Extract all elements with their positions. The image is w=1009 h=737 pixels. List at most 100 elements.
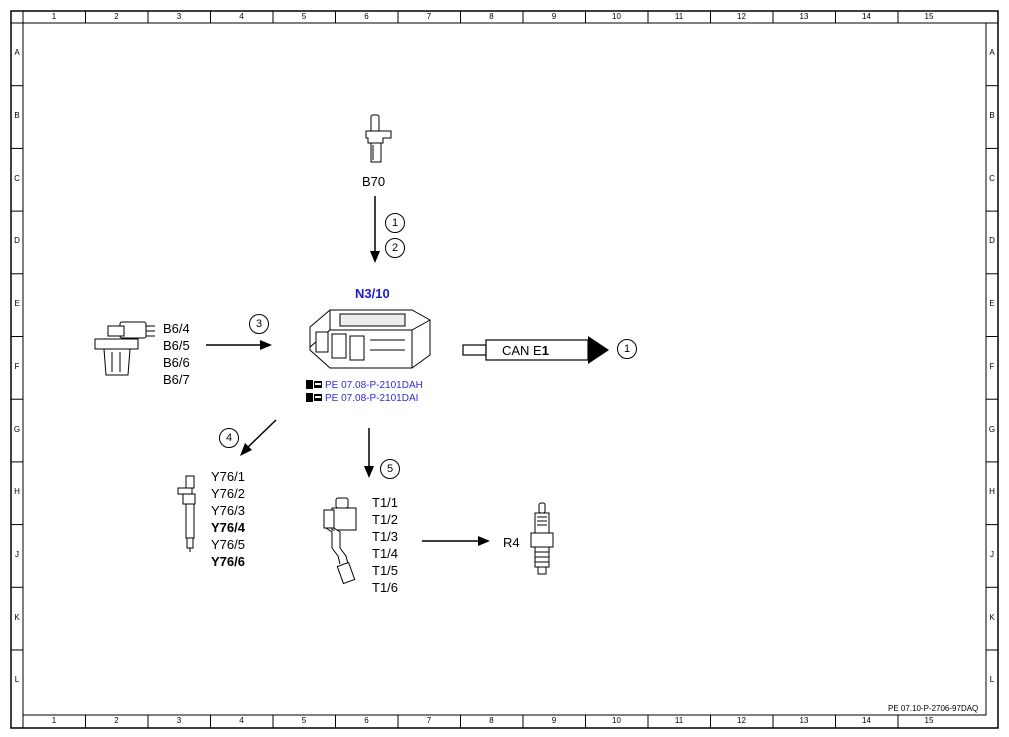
grid-column-label: 7 bbox=[426, 716, 432, 725]
arrow-ecu-to-coils bbox=[364, 428, 374, 478]
grid-column-label: 6 bbox=[364, 716, 369, 725]
grid-row-label: F bbox=[989, 361, 995, 371]
reference-book-icon bbox=[306, 380, 322, 389]
grid-column-label: 8 bbox=[489, 716, 494, 725]
grid-row-label: F bbox=[14, 361, 20, 371]
document-reference: PE 07.10-P-2706-97DAQ bbox=[888, 704, 979, 713]
grid-column-label: 15 bbox=[924, 12, 934, 21]
grid-column-label: 15 bbox=[924, 716, 934, 725]
arrow-camshaft-to-ecu bbox=[206, 340, 272, 350]
callout-4: 4 bbox=[219, 428, 239, 448]
label-t1-item: T1/5 bbox=[372, 563, 399, 578]
grid-row-label: G bbox=[13, 424, 21, 434]
label-y76-item: Y76/5 bbox=[211, 537, 245, 552]
ecu-ref-1[interactable]: PE 07.08-P-2101DAH bbox=[306, 379, 423, 392]
ignition-coil-t1 bbox=[323, 497, 357, 585]
grid-row-label: D bbox=[14, 236, 20, 246]
grid-column-label: 11 bbox=[674, 716, 684, 725]
grid-column-label: 1 bbox=[51, 12, 57, 21]
label-b6-item: B6/4 bbox=[163, 321, 190, 336]
label-b70: B70 bbox=[362, 174, 386, 189]
arrow-b70-to-ecu bbox=[370, 196, 380, 263]
can-e1-label: CAN E1 bbox=[502, 343, 549, 358]
grid-column-label: 2 bbox=[114, 12, 119, 21]
grid-row-label: C bbox=[989, 173, 995, 183]
grid-column-label: 9 bbox=[551, 716, 557, 725]
label-y76-item: Y76/1 bbox=[211, 469, 245, 484]
grid-row-label: J bbox=[15, 549, 19, 559]
grid-column-label: 12 bbox=[737, 12, 746, 21]
engine-control-unit-n3-10 bbox=[309, 309, 431, 369]
grid-column-label: 5 bbox=[301, 716, 307, 725]
label-t1-item: T1/3 bbox=[372, 529, 399, 544]
grid-column-label: 6 bbox=[364, 12, 369, 21]
reference-book-icon bbox=[306, 393, 322, 402]
grid-row-label: K bbox=[989, 612, 995, 622]
grid-column-label: 4 bbox=[239, 716, 244, 725]
grid-row-label: L bbox=[989, 675, 995, 685]
grid-column-label: 11 bbox=[674, 12, 684, 21]
label-b6-item: B6/6 bbox=[163, 355, 190, 370]
label-b6-item: B6/7 bbox=[163, 372, 190, 387]
spark-plug-r4 bbox=[530, 502, 554, 575]
grid-row-label: G bbox=[988, 424, 996, 434]
grid-column-label: 3 bbox=[176, 716, 182, 725]
grid-column-label: 12 bbox=[737, 716, 746, 725]
grid-column-label: 1 bbox=[51, 716, 57, 725]
label-t1-item: T1/1 bbox=[372, 495, 399, 510]
grid-column-label: 4 bbox=[239, 12, 244, 21]
grid-row-label: A bbox=[989, 48, 995, 58]
ecu-ref-1-text: PE 07.08-P-2101DAH bbox=[325, 380, 423, 391]
arrow-coils-to-sparkplug bbox=[422, 536, 490, 546]
callout-5: 5 bbox=[380, 459, 400, 479]
callout-1-top: 1 bbox=[385, 213, 405, 233]
grid-column-label: 8 bbox=[489, 12, 494, 21]
crankshaft-sensor-b70 bbox=[365, 114, 392, 163]
grid-row-label: B bbox=[14, 111, 20, 121]
can-prefix: CAN E bbox=[502, 343, 542, 358]
grid-column-label: 13 bbox=[799, 716, 809, 725]
camshaft-sensor-b6 bbox=[94, 321, 155, 376]
grid-row-label: K bbox=[14, 612, 20, 622]
grid-column-label: 13 bbox=[799, 12, 809, 21]
label-y76-item: Y76/2 bbox=[211, 486, 245, 501]
grid-column-label: 3 bbox=[176, 12, 182, 21]
can-e1-arrow bbox=[462, 336, 609, 364]
grid-row-label: J bbox=[990, 549, 994, 559]
label-t1-item: T1/6 bbox=[372, 580, 399, 595]
label-y76-item: Y76/3 bbox=[211, 503, 245, 518]
label-r4: R4 bbox=[503, 535, 520, 550]
label-t1-item: T1/2 bbox=[372, 512, 399, 527]
grid-row-label: H bbox=[989, 487, 995, 497]
label-b6-item: B6/5 bbox=[163, 338, 190, 353]
grid-column-label: 5 bbox=[301, 12, 307, 21]
grid-row-label: L bbox=[14, 675, 20, 685]
grid-column-label: 14 bbox=[862, 716, 871, 725]
grid-column-label: 9 bbox=[551, 12, 557, 21]
grid-row-label: A bbox=[14, 48, 20, 58]
ecu-ref-2-text: PE 07.08-P-2101DAI bbox=[325, 393, 419, 404]
label-y76-item: Y76/6 bbox=[211, 554, 245, 569]
callout-3: 3 bbox=[249, 314, 269, 334]
can-suffix: 1 bbox=[541, 343, 549, 358]
grid-row-label: E bbox=[14, 299, 20, 309]
grid-row-label: C bbox=[14, 173, 20, 183]
grid-column-label: 10 bbox=[612, 716, 621, 725]
label-t1-item: T1/4 bbox=[372, 546, 399, 561]
ecu-title: N3/10 bbox=[355, 286, 390, 301]
grid-column-label: 14 bbox=[862, 12, 871, 21]
fuel-injector-y76 bbox=[177, 475, 196, 552]
grid-column-label: 7 bbox=[426, 12, 432, 21]
grid-row-label: B bbox=[989, 111, 995, 121]
callout-2: 2 bbox=[385, 238, 405, 258]
grid-row-label: H bbox=[14, 487, 20, 497]
grid-column-label: 10 bbox=[612, 12, 621, 21]
grid-row-label: D bbox=[989, 236, 995, 246]
arrow-ecu-to-injectors bbox=[240, 419, 277, 456]
grid-row-label: E bbox=[989, 299, 995, 309]
ecu-ref-2[interactable]: PE 07.08-P-2101DAI bbox=[306, 392, 418, 405]
